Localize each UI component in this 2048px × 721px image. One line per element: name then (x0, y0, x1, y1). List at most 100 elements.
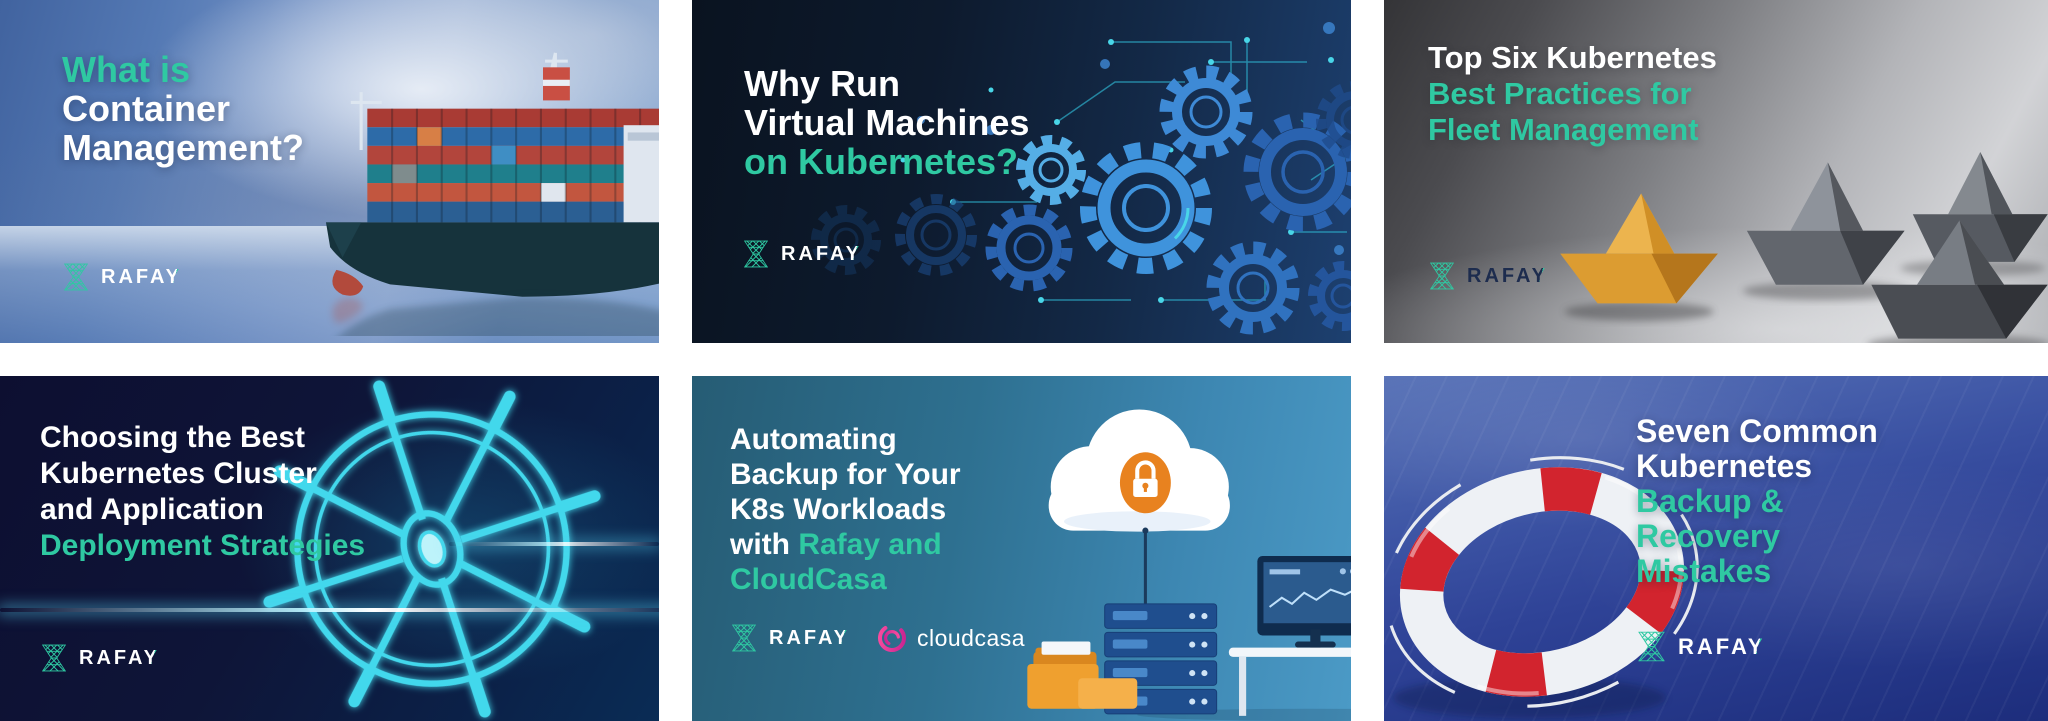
title-text: Virtual Machines (744, 102, 1030, 143)
card-title: What is Container Management? (62, 50, 304, 167)
title-text: Why Run (744, 63, 900, 104)
title-text: Mistakes (1636, 553, 1772, 589)
title-line: Virtual Machines (744, 103, 1029, 142)
title-text: K8s Workloads (730, 493, 947, 526)
rafay-wordmark-prefix: RAFA (101, 265, 166, 288)
title-line: Best Practices for (1428, 76, 1717, 112)
title-text: Management? (62, 127, 305, 168)
gears-circuits-illustration (811, 22, 1351, 335)
gold-paper-boat (1560, 193, 1718, 304)
title-line: Kubernetes Cluster (40, 456, 365, 492)
ship-wheel-illustration (263, 380, 601, 718)
card-seven-backup-recovery-mistakes[interactable]: Seven Common Kubernetes Backup & Recover… (1384, 376, 2048, 721)
partner-logos-row: RAFAY cloudcasa (730, 622, 1025, 654)
title-line: Seven Common (1636, 414, 1878, 449)
title-text: Choosing the Best (40, 421, 306, 454)
card-top-six-fleet-management[interactable]: Top Six Kubernetes Best Practices for Fl… (1384, 0, 2048, 343)
rafay-logo: RAFAY (62, 263, 182, 291)
rafay-wordmark: RAFAY (1678, 634, 1766, 660)
title-line: Top Six Kubernetes (1428, 40, 1717, 76)
rafay-mark-icon (62, 263, 90, 291)
title-text: on Kubernetes? (744, 141, 1019, 182)
title-line: Choosing the Best (40, 420, 365, 456)
rafay-wordmark: RAFAY (1467, 265, 1548, 288)
rafay-logo: RAFAY (730, 624, 850, 652)
rafay-wordmark-suffix: Y (1747, 633, 1766, 659)
title-text: Fleet Management (1428, 112, 1699, 147)
title-text: Container (62, 88, 231, 129)
title-text: Kubernetes (1636, 448, 1813, 484)
folders (1027, 641, 1138, 709)
card-what-is-container-management[interactable]: What is Container Management? RAFAY (0, 0, 659, 343)
rafay-mark-icon (1428, 262, 1456, 290)
rafay-logo: RAFAY (40, 644, 160, 672)
title-line: Backup for Your (730, 457, 961, 492)
cloud-backup-illustration (1027, 409, 1351, 721)
container-ship-illustration (324, 52, 659, 336)
rafay-logo: RAFAY (1428, 262, 1548, 290)
light-streak (449, 542, 659, 546)
rafay-mark-icon (1636, 631, 1667, 662)
title-line: Fleet Management (1428, 112, 1717, 148)
title-line: Mistakes (1636, 554, 1878, 589)
title-text: What is (62, 49, 191, 90)
cloudcasa-wordmark: cloudcasa (916, 624, 1026, 651)
title-text: Kubernetes Cluster (40, 457, 317, 490)
rafay-wordmark-prefix: RAFA (1467, 264, 1532, 287)
title-text: Seven Common (1636, 413, 1878, 449)
rafay-wordmark-suffix: Y (833, 626, 850, 649)
rafay-wordmark-prefix: RAFA (1678, 633, 1748, 659)
card-title: Automating Backup for Your K8s Workloads… (730, 422, 961, 597)
title-text: Backup & (1636, 483, 1784, 519)
rafay-mark-icon (730, 624, 758, 652)
rafay-wordmark-suffix: Y (1531, 264, 1548, 287)
title-line: K8s Workloads (730, 492, 961, 527)
title-text: Backup for Your (730, 458, 961, 491)
title-text: Best Practices for (1428, 76, 1692, 111)
rafay-wordmark: RAFAY (101, 266, 182, 289)
title-line: with Rafay and (730, 527, 961, 562)
title-line: Backup & (1636, 484, 1878, 519)
card-title: Top Six Kubernetes Best Practices for Fl… (1428, 40, 1717, 148)
title-text: Rafay and (798, 528, 942, 561)
rafay-wordmark-suffix: Y (165, 265, 182, 288)
card-choosing-deployment-strategies[interactable]: Choosing the Best Kubernetes Cluster and… (0, 376, 659, 721)
title-text: CloudCasa (730, 563, 887, 596)
cloudcasa-icon (877, 624, 906, 652)
title-line: Why Run (744, 64, 1029, 103)
rafay-wordmark: RAFAY (781, 243, 862, 266)
title-line: Automating (730, 422, 961, 457)
cloud-lock (1048, 409, 1230, 532)
title-line: Container (62, 89, 304, 128)
card-why-run-vms-on-kubernetes[interactable]: Why Run Virtual Machines on Kubernetes? … (692, 0, 1351, 343)
title-line: on Kubernetes? (744, 142, 1029, 181)
rafay-wordmark-prefix: RAFA (79, 646, 144, 669)
title-line: CloudCasa (730, 562, 961, 597)
paper-boats-illustration (1560, 151, 2048, 343)
rafay-wordmark: RAFAY (769, 627, 850, 650)
rafay-mark-icon (40, 644, 68, 672)
title-text: Automating (730, 423, 897, 456)
title-line: Kubernetes (1636, 449, 1878, 484)
title-line: Deployment Strategies (40, 528, 365, 564)
card-title: Why Run Virtual Machines on Kubernetes? (744, 64, 1029, 181)
rafay-mark-icon (742, 240, 770, 268)
title-line: and Application (40, 492, 365, 528)
title-line: Management? (62, 128, 304, 167)
title-text: with (730, 528, 799, 561)
title-line: What is (62, 50, 304, 89)
title-text: Deployment Strategies (40, 529, 366, 562)
rafay-logo: RAFAY (1636, 631, 1766, 662)
title-text: Top Six Kubernetes (1428, 40, 1717, 75)
card-automating-backup-cloudcasa[interactable]: Automating Backup for Your K8s Workloads… (692, 376, 1351, 721)
title-text: Recovery (1636, 518, 1781, 554)
title-text: and Application (40, 493, 264, 526)
card-title: Seven Common Kubernetes Backup & Recover… (1636, 414, 1878, 589)
card-title: Choosing the Best Kubernetes Cluster and… (40, 420, 365, 564)
lifebuoy-illustration (1385, 456, 1699, 719)
rafay-wordmark-suffix: Y (143, 646, 160, 669)
gray-paper-boats (1746, 151, 2048, 339)
light-streak (0, 608, 659, 612)
rafay-wordmark-prefix: RAFA (769, 626, 834, 649)
